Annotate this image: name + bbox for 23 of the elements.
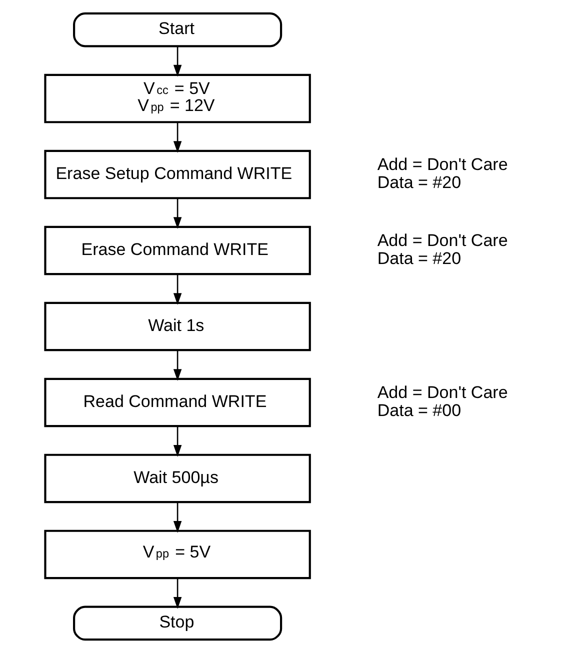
node-label: Add = Don't Care bbox=[377, 382, 508, 402]
arrow bbox=[173, 122, 182, 153]
arrow bbox=[173, 578, 182, 609]
node-box: Erase Setup Command WRITE bbox=[44, 150, 311, 200]
node-box: Wait 1s bbox=[44, 302, 311, 352]
node-label: Add = Don't Care bbox=[377, 154, 508, 174]
node-label: Data = #00 bbox=[377, 401, 462, 420]
node-box: Stop bbox=[73, 606, 282, 641]
node-box: Start bbox=[73, 12, 282, 48]
arrow bbox=[173, 426, 182, 457]
arrow bbox=[173, 350, 182, 381]
node-box: Read Command WRITE bbox=[44, 378, 311, 428]
node-box: Erase Command WRITE bbox=[44, 226, 311, 276]
node-label: Data = #20 bbox=[377, 173, 462, 192]
node-label: Add = Don't Care bbox=[377, 230, 508, 250]
arrow bbox=[173, 274, 182, 305]
node-box: Wait 500µs bbox=[44, 454, 311, 504]
arrow bbox=[173, 46, 182, 77]
node-label: Data = #20 bbox=[377, 249, 462, 268]
node-box: Vpp = 5V bbox=[44, 530, 311, 580]
arrow bbox=[173, 198, 182, 229]
node-box: Vcc = 5V Vpp = 12V bbox=[44, 74, 311, 124]
arrow bbox=[173, 502, 182, 533]
